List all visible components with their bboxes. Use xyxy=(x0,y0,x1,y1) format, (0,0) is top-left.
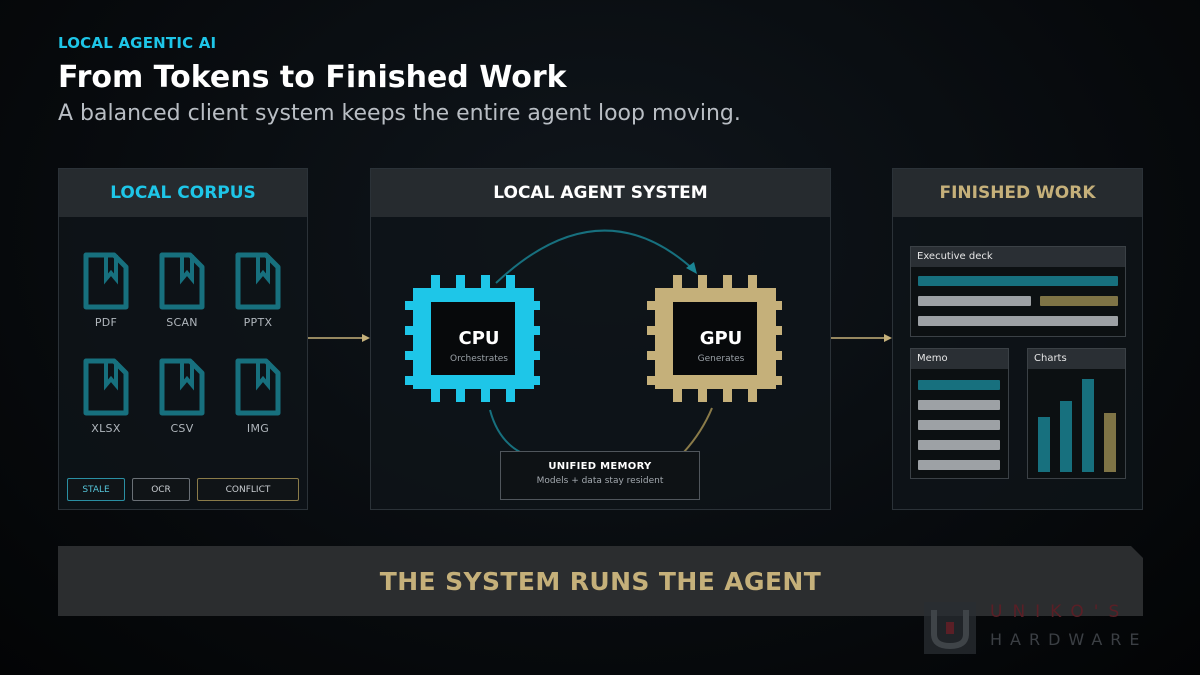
memo-bar xyxy=(918,440,1000,450)
cpu-label-group: CPU Orchestrates xyxy=(431,328,527,364)
cpu-role: Orchestrates xyxy=(450,354,508,364)
chart-bar xyxy=(1060,401,1072,472)
page-title: From Tokens to Finished Work xyxy=(58,60,567,95)
tag-stale: STALE xyxy=(67,478,125,501)
unified-memory-box: UNIFIED MEMORY Models + data stay reside… xyxy=(500,451,700,500)
local-corpus-title: LOCAL CORPUS xyxy=(59,169,307,217)
cpu-label: CPU xyxy=(458,328,500,349)
file-xlsx: XLSX xyxy=(76,358,136,435)
chart-bar xyxy=(1104,413,1116,472)
finished-work-panel: FINISHED WORK xyxy=(892,168,1143,510)
memo-bar xyxy=(918,400,1000,410)
deck-bar xyxy=(1040,296,1118,306)
file-label: CSV xyxy=(170,422,194,435)
page-subtitle: A balanced client system keeps the entir… xyxy=(58,101,741,126)
chart-bar xyxy=(1038,417,1050,472)
deck-bar xyxy=(918,276,1118,286)
document-icon xyxy=(159,252,205,310)
memo-card: Memo xyxy=(910,348,1009,479)
uniko-logo: UNIKO'S HARDWARE xyxy=(922,600,1152,660)
memo-bar xyxy=(918,380,1000,390)
finished-work-title: FINISHED WORK xyxy=(893,169,1142,217)
file-label: IMG xyxy=(246,422,270,435)
file-csv: CSV xyxy=(152,358,212,435)
banner-text: THE SYSTEM RUNS THE AGENT xyxy=(379,566,822,596)
file-pdf: PDF xyxy=(76,252,136,329)
logo-text-top: UNIKO'S xyxy=(990,602,1130,622)
file-pptx: PPTX xyxy=(228,252,288,329)
uniko-logo-mark xyxy=(924,602,976,654)
tag-ocr: OCR xyxy=(132,478,190,501)
document-icon xyxy=(83,252,129,310)
document-icon xyxy=(235,358,281,416)
memo-title: Memo xyxy=(911,349,1008,369)
charts-title: Charts xyxy=(1028,349,1125,369)
charts-card: Charts xyxy=(1027,348,1126,479)
local-agent-system-title: LOCAL AGENT SYSTEM xyxy=(371,169,830,217)
file-label: PDF xyxy=(94,316,118,329)
file-scan: SCAN xyxy=(152,252,212,329)
file-img: IMG xyxy=(228,358,288,435)
executive-deck-card: Executive deck xyxy=(910,246,1126,337)
logo-text-bottom: HARDWARE xyxy=(990,630,1148,649)
gpu-label-group: GPU Generates xyxy=(673,328,769,364)
unified-memory-note: Models + data stay resident xyxy=(536,476,664,486)
memo-bar xyxy=(918,460,1000,470)
executive-deck-title: Executive deck xyxy=(911,247,1125,267)
file-label: PPTX xyxy=(243,316,273,329)
file-label: SCAN xyxy=(166,316,198,329)
arrow-corpus-to-system xyxy=(308,334,370,342)
local-corpus-panel: LOCAL CORPUS xyxy=(58,168,308,510)
deck-bar xyxy=(918,316,1118,326)
arrow-system-to-finished xyxy=(831,334,892,342)
unified-memory-label: UNIFIED MEMORY xyxy=(548,461,652,472)
deck-bar xyxy=(918,296,1031,306)
file-label: XLSX xyxy=(91,422,121,435)
tag-conflict: CONFLICT xyxy=(197,478,299,501)
kicker: LOCAL AGENTIC AI xyxy=(58,34,217,52)
document-icon xyxy=(83,358,129,416)
document-icon xyxy=(235,252,281,310)
gpu-role: Generates xyxy=(697,354,745,364)
document-icon xyxy=(159,358,205,416)
gpu-label: GPU xyxy=(699,328,743,349)
memo-bar xyxy=(918,420,1000,430)
chart-bar xyxy=(1082,379,1094,472)
